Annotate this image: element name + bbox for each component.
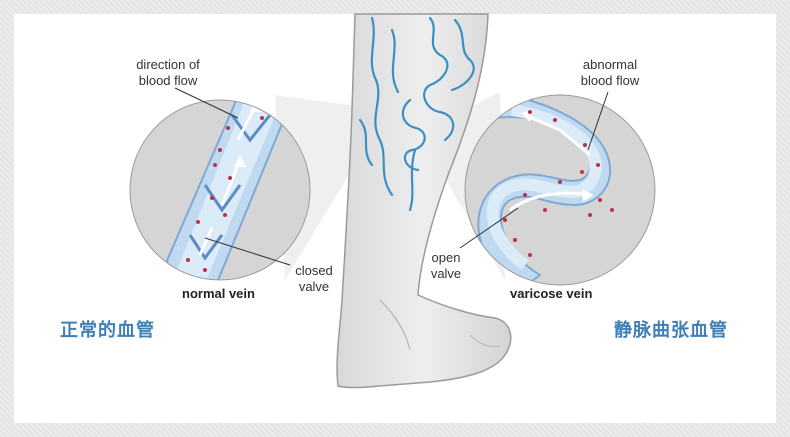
abnormal-line-1: abnormal	[582, 57, 638, 72]
open-line-1: open	[431, 250, 461, 265]
leg-veins	[358, 16, 475, 212]
closed-line-2: valve	[298, 279, 330, 294]
varicose-vein-label: varicose vein	[510, 286, 593, 301]
direction-line-2: blood flow	[138, 73, 198, 88]
normal-vein-circle	[129, 99, 311, 281]
abnormal-blood-flow-label: abnormal blood flow	[568, 57, 652, 89]
normal-vein-label: normal vein	[182, 286, 255, 301]
leg-drawing	[336, 13, 512, 389]
open-line-2: valve	[430, 266, 462, 281]
closed-line-1: closed	[295, 263, 333, 278]
varicose-vessel-caption: 静脉曲张血管	[614, 320, 728, 341]
direction-line-1: direction of	[136, 57, 200, 72]
abnormal-line-2: blood flow	[580, 73, 640, 88]
closed-valve-label: closed valve	[286, 263, 342, 295]
open-valve-label: open valve	[424, 250, 468, 282]
direction-of-blood-flow-label: direction of blood flow	[122, 57, 214, 89]
varicose-vein-circle	[464, 94, 656, 286]
normal-vessel-caption: 正常的血管	[60, 320, 155, 341]
leader-lines	[174, 87, 609, 266]
